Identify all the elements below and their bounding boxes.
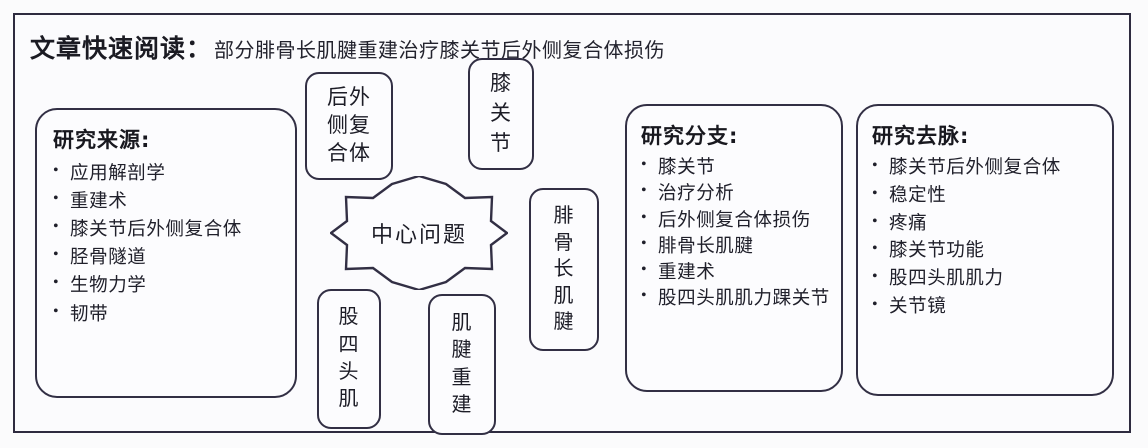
list-item: 膝关节 <box>641 154 831 181</box>
keyword-box-label: 腓 骨 长 肌 腱 <box>553 205 575 334</box>
list-item: 稳定性 <box>872 182 1102 211</box>
list-item: 股四头肌肌力踝关节 <box>641 285 831 312</box>
page-title-subject: 部分腓骨长肌腱重建治疗膝关节后外侧复合体损伤 <box>214 40 666 62</box>
page-title: 文章快速阅读： 部分腓骨长肌腱重建治疗膝关节后外侧复合体损伤 <box>30 29 665 63</box>
list-item: 膝关节后外侧复合体 <box>872 154 1102 183</box>
panel-research-source-heading: 研究来源: <box>53 128 151 152</box>
keyword-box-label: 膝 关 节 <box>490 71 512 155</box>
panel-research-outcome: 研究去脉: 膝关节后外侧复合体 稳定性 疼痛 膝关节功能 股四头肌肌力 关节镜 <box>856 104 1114 396</box>
list-item: 应用解剖学 <box>53 159 283 188</box>
star-icon <box>330 176 508 290</box>
panel-research-source-list: 应用解剖学 重建术 膝关节后外侧复合体 胫骨隧道 生物力学 韧带 <box>53 159 283 329</box>
keyword-box-label: 股 四 头 肌 <box>338 306 360 411</box>
panel-research-branch: 研究分支: 膝关节 治疗分析 后外侧复合体损伤 腓骨长肌腱 重建术 股四头肌肌力… <box>625 104 843 392</box>
list-item: 韧带 <box>53 300 283 329</box>
list-item: 后外侧复合体损伤 <box>641 207 831 234</box>
panel-research-outcome-heading: 研究去脉: <box>872 124 970 148</box>
center-star-label: 中心问题 <box>370 222 467 247</box>
page-title-label: 文章快速阅读： <box>30 34 213 63</box>
list-item: 胫骨隧道 <box>53 243 283 272</box>
keyword-box-label: 肌 腱 重 建 <box>451 311 473 416</box>
list-item: 膝关节功能 <box>872 237 1102 266</box>
keyword-box-tendon-reconstruction: 肌 腱 重 建 <box>428 294 496 435</box>
list-item: 股四头肌肌力 <box>872 265 1102 294</box>
list-item: 重建术 <box>641 259 831 286</box>
list-item: 腓骨长肌腱 <box>641 233 831 260</box>
center-star-shape: 中心问题 <box>330 176 508 290</box>
list-item: 疼痛 <box>872 210 1102 239</box>
list-item: 生物力学 <box>53 271 283 300</box>
keyword-box-peroneus-longus-tendon: 腓 骨 长 肌 腱 <box>529 188 599 351</box>
list-item: 膝关节后外侧复合体 <box>53 215 283 244</box>
panel-research-outcome-list: 膝关节后外侧复合体 稳定性 疼痛 膝关节功能 股四头肌肌力 关节镜 <box>872 154 1102 322</box>
keyword-box-knee-joint: 膝 关 节 <box>468 58 534 170</box>
panel-research-source: 研究来源: 应用解剖学 重建术 膝关节后外侧复合体 胫骨隧道 生物力学 韧带 <box>35 108 297 398</box>
list-item: 重建术 <box>53 187 283 216</box>
list-item: 关节镜 <box>872 293 1102 322</box>
panel-research-branch-heading: 研究分支: <box>641 124 739 148</box>
keyword-box-label: 后外 侧复 合体 <box>327 85 371 165</box>
list-item: 治疗分析 <box>641 180 831 207</box>
keyword-box-posterolateral-complex: 后外 侧复 合体 <box>305 72 393 180</box>
panel-research-branch-list: 膝关节 治疗分析 后外侧复合体损伤 腓骨长肌腱 重建术 股四头肌肌力踝关节 <box>641 154 831 313</box>
keyword-box-quadriceps: 股 四 头 肌 <box>317 289 381 429</box>
